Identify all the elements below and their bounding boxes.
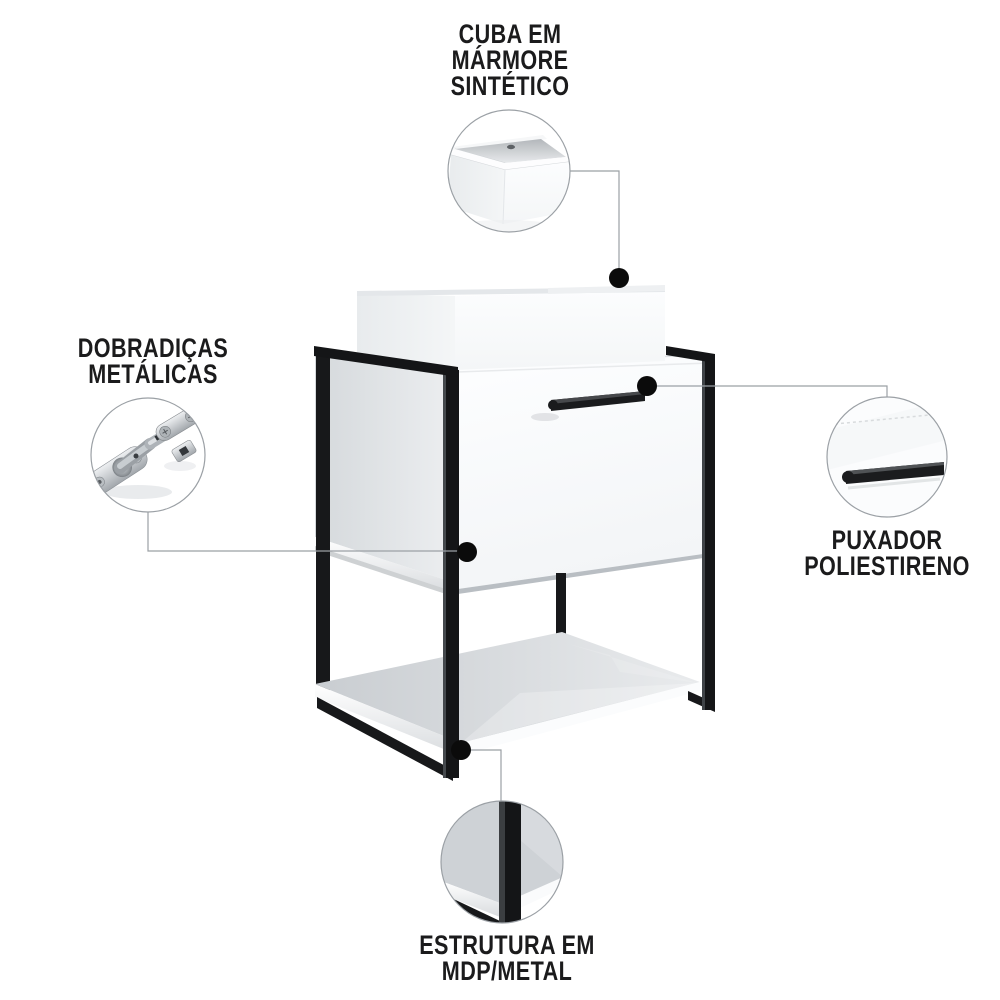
structure-detail-circle — [440, 800, 564, 924]
cabinet-illustration — [314, 285, 715, 781]
sink-detail-circle — [447, 109, 571, 233]
callout-dot-sink — [609, 268, 629, 288]
callout-line-sink — [570, 170, 620, 272]
hinge-detail-circle — [90, 397, 206, 513]
sink-detail-illustration — [448, 135, 570, 232]
handle-label: PUXADOR POLIESTIRENO — [804, 525, 970, 581]
sink-on-cabinet — [357, 285, 665, 370]
sink-material-label: CUBA EM MÁRMORE SINTÉTICO — [450, 19, 570, 101]
structure-label: ESTRUTURA EM MDP/METAL — [419, 930, 595, 986]
callout-dot-structure — [451, 740, 471, 760]
callout-line-structure — [469, 749, 502, 802]
bottom-shelf — [315, 632, 715, 781]
structure-illustration — [441, 801, 563, 923]
handle-illustration — [827, 400, 947, 490]
door-handle — [531, 391, 645, 421]
metal-frame-back-legs — [316, 352, 566, 692]
metal-frame-top-bars — [314, 346, 715, 377]
callout-lines — [147, 170, 888, 802]
callout-dots — [451, 268, 657, 760]
callout-dot-handle — [637, 376, 657, 396]
handle-detail-circle — [826, 396, 948, 518]
cabinet-side-panel — [315, 356, 458, 598]
metal-frame-front-legs — [443, 354, 715, 778]
hinge-label: DOBRADIÇAS METÁLICAS — [77, 333, 229, 389]
callout-line-handle — [655, 385, 888, 398]
cabinet-door — [456, 354, 711, 594]
callout-line-hinge — [147, 512, 460, 552]
callout-dot-hinge — [457, 542, 477, 562]
